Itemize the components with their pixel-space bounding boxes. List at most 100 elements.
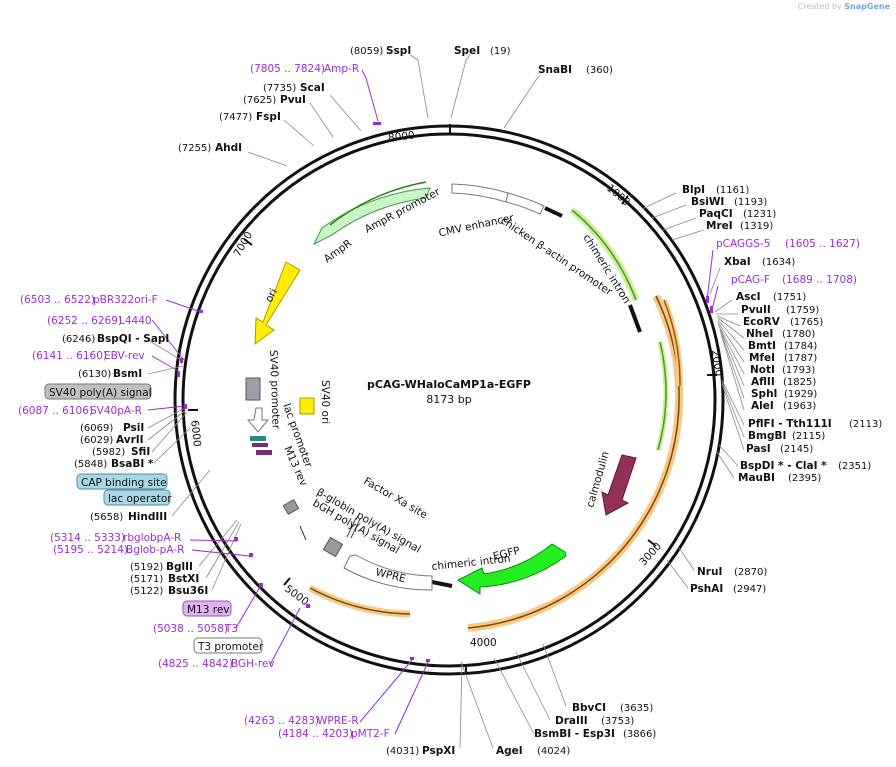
enzyme-name: ScaI xyxy=(300,82,325,94)
enzyme-name: PvuII xyxy=(741,304,771,316)
primer-pos: (1689 .. 1708) xyxy=(782,274,857,286)
enzyme-name: SphI xyxy=(751,388,777,400)
enzyme-pos: (1231) xyxy=(743,209,776,220)
m13-rev-box: M13 rev xyxy=(187,604,230,616)
enzyme-pos: (6029) xyxy=(80,435,113,446)
enzyme-pos: (6069) xyxy=(80,423,113,434)
enzyme-pos: (6246) xyxy=(62,334,95,345)
enzyme-name: MauBI xyxy=(738,472,775,484)
enzyme-name: AflII xyxy=(751,376,775,388)
cba-promoter-arrow xyxy=(505,192,545,215)
enzyme-pos: (5192) xyxy=(130,562,163,573)
enzyme-pos: (1780) xyxy=(782,329,815,340)
feature-label: Factor Xa site xyxy=(362,475,430,521)
enzyme-name: SpeI xyxy=(454,45,480,57)
primer-name: pCAG-F xyxy=(731,274,770,286)
enzyme-name: BspDI * - ClaI * xyxy=(740,460,827,472)
plasmid-size: 8173 bp xyxy=(426,393,471,406)
tick-label: 5000 xyxy=(282,583,311,608)
enzyme-name: PaqCI xyxy=(699,208,733,220)
enzyme-pos: (1161) xyxy=(716,185,749,196)
enzyme-pos: (1759) xyxy=(786,305,819,316)
ampr-arrow xyxy=(312,187,431,246)
cap-binding-box: CAP binding site xyxy=(81,477,167,489)
lac-operator-box: lac operator xyxy=(108,493,172,505)
primer-name: pMT2-F xyxy=(351,728,390,740)
enzyme-name: BsiWI xyxy=(691,196,724,208)
enzyme-name: NotI xyxy=(750,364,775,376)
enzyme-name: SfiI xyxy=(131,446,150,458)
enzyme-name: NheI xyxy=(746,328,773,340)
lower-left-orange xyxy=(308,584,411,618)
enzyme-name: FspI xyxy=(256,111,281,123)
enzyme-pos: (7625) xyxy=(243,95,276,106)
primer-pos: (6252 .. 6269) xyxy=(47,315,122,327)
enzyme-pos: (1793) xyxy=(782,365,815,376)
sv40-ori-box xyxy=(299,397,315,415)
wpre-arrow xyxy=(343,554,433,591)
primer-lines xyxy=(147,69,719,735)
enzyme-name: SnaBI xyxy=(538,64,572,76)
primer-pos: (1605 .. 1627) xyxy=(785,238,860,250)
primer-name: EBV-rev xyxy=(104,350,145,362)
enzyme-name: NruI xyxy=(697,566,722,578)
enzyme-pos: (1784) xyxy=(784,341,817,352)
primer-pos: (6503 .. 6522) xyxy=(20,294,95,306)
tick-label: 8000 xyxy=(388,129,416,144)
calmodulin-arrow xyxy=(601,454,637,516)
enzyme-name: MreI xyxy=(706,220,733,232)
enzyme-name: BmtI xyxy=(748,340,776,352)
enzyme-pos: (5658) xyxy=(90,512,123,523)
primer-name: Bglob-pA-R xyxy=(126,544,184,556)
enzyme-pos: (5122) xyxy=(130,586,163,597)
sv40-promoter-box xyxy=(245,377,261,401)
enzyme-name: PsiI xyxy=(123,422,144,434)
enzyme-name: AgeI xyxy=(496,745,523,757)
enzyme-name: AscI xyxy=(736,291,761,303)
enzyme-pos: (4031) xyxy=(386,746,419,757)
plasmid-name: pCAG-WHaloCaMP1a-EGFP xyxy=(367,378,531,391)
enzyme-pos: (7477) xyxy=(219,112,252,123)
enzyme-name: HindIII xyxy=(128,511,167,523)
enzyme-pos: (2870) xyxy=(734,567,767,578)
enzyme-pos: (2395) xyxy=(788,473,821,484)
feature-label: SV40 promoter xyxy=(267,350,282,430)
enzyme-name: PvuI xyxy=(280,94,306,106)
enzyme-name: BmgBI xyxy=(748,430,786,442)
enzyme-name: BstXI xyxy=(168,573,199,585)
enzyme-name: DraIII xyxy=(555,715,588,727)
primer-name: rbglobpA-R xyxy=(123,532,181,544)
primer-pos: (4263 .. 4283) xyxy=(244,715,319,727)
enzyme-pos: (2113) xyxy=(849,419,882,430)
t3-promoter-box: T3 promoter xyxy=(197,641,264,653)
primer-pos: (4825 .. 4842) xyxy=(158,658,233,670)
enzyme-name: BlpI xyxy=(682,184,705,196)
enzyme-name: AhdI xyxy=(215,142,242,154)
enzyme-pos: (1963) xyxy=(783,401,816,412)
primer-marks xyxy=(177,122,713,662)
primer-pos: (5038 .. 5058) xyxy=(153,623,228,635)
enzyme-pos: (1751) xyxy=(773,292,806,303)
enzyme-pos: (19) xyxy=(490,46,511,57)
tick-label: 6000 xyxy=(188,420,203,448)
enzyme-name: XbaI xyxy=(724,256,751,268)
enzyme-pos: (5171) xyxy=(130,574,163,585)
primer-name: BGH-rev xyxy=(231,658,275,670)
ampr-highlight xyxy=(329,181,427,226)
enzyme-name: BsmI xyxy=(113,368,142,380)
enzyme-name: BbvCI xyxy=(572,702,606,714)
leader-lines xyxy=(147,54,745,749)
primer-labels: (7805 .. 7824) Amp-R pCAGGS-5 (1605 .. 1… xyxy=(18,63,860,740)
primer-pos: (4184 .. 4203) xyxy=(278,728,353,740)
enzyme-name: BsmBI - Esp3I xyxy=(534,728,615,740)
chimeric-intron-line xyxy=(571,209,637,301)
tick-label: 2000 xyxy=(709,349,725,377)
enzyme-name: MfeI xyxy=(749,352,775,364)
enzyme-labels: (8059) SspI SpeI (19) SnaBI (360) (7735)… xyxy=(62,45,882,757)
feature-label: AmpR xyxy=(322,237,354,265)
enzyme-pos: (7255) xyxy=(178,143,211,154)
enzyme-name: AleI xyxy=(751,400,774,412)
primer-name: pCAGGS-5 xyxy=(716,238,770,250)
tick-marks xyxy=(188,124,717,674)
